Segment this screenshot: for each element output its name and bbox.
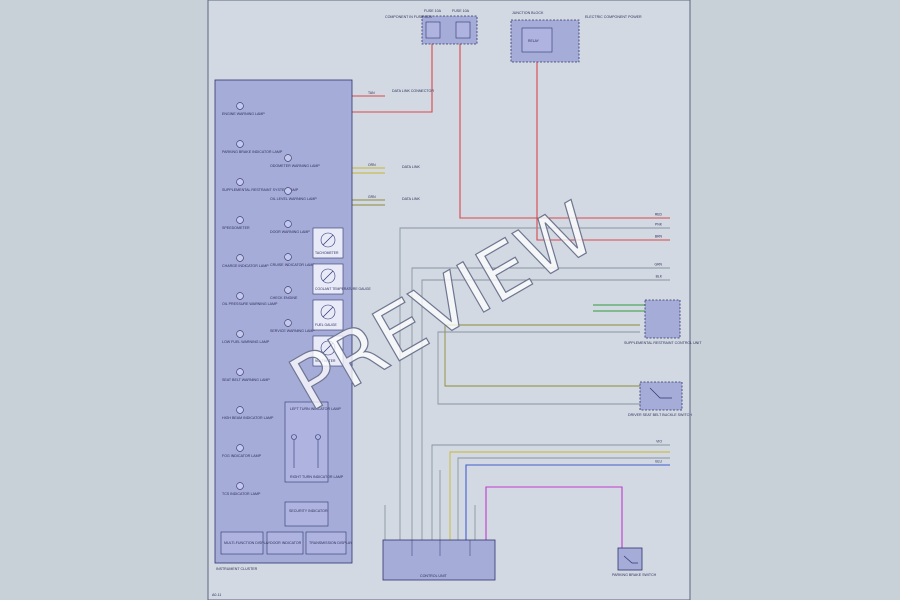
- indicator-label: CHARGE INDICATOR LAMP: [222, 264, 269, 268]
- wire-code-label: BRN: [655, 235, 663, 239]
- wire-code-label: BLU: [655, 460, 662, 464]
- wire-red-1: [352, 44, 433, 113]
- wires: [352, 44, 670, 550]
- junction-title: JUNCTION BLOCK: [512, 11, 544, 15]
- restraint-unit-label: SUPPLEMENTAL RESTRAINT CONTROL UNIT: [624, 341, 702, 345]
- data-link-labels: TAN DATA LINK CONNECTOR ORN DATA LINK GR…: [368, 89, 434, 201]
- instrument-cluster[interactable]: ENGINE WARNING LAMP PARKING BRAKE INDICAT…: [214, 79, 372, 571]
- wire-red-3: [536, 62, 670, 241]
- gauge-needle: [322, 342, 334, 354]
- gauge-label: FUEL GAUGE: [315, 323, 337, 327]
- indicator-lamp-icon: [236, 482, 244, 490]
- junction-subtitle: ELECTRIC COMPONENT POWER: [585, 15, 642, 19]
- wire-code-label: BLK: [656, 275, 663, 279]
- control-unit[interactable]: CONTROL UNIT: [382, 539, 496, 581]
- cluster-gauges: TACHOMETER COOLANT TEMPERATURE GAUGE FUEL …: [312, 227, 372, 367]
- cluster-name: INSTRUMENT CLUSTER: [216, 567, 258, 571]
- indicator-label: OIL PRESSURE WARNING LAMP: [222, 302, 278, 306]
- indicator-lamp-icon: [284, 286, 292, 294]
- restraint-control-unit[interactable]: SUPPLEMENTAL RESTRAINT CONTROL UNIT: [624, 299, 702, 345]
- indicator-label: OIL LEVEL WARNING LAMP: [270, 197, 317, 201]
- indicator-label: HIGH BEAM INDICATOR LAMP: [222, 416, 274, 420]
- indicator-lamp-icon: [236, 330, 244, 338]
- data-link-wire-2: ORN: [368, 163, 376, 167]
- cluster-indicators-mid: ODOMETER WARNING LAMP OIL LEVEL WARNING L…: [270, 154, 320, 333]
- control-unit-label: CONTROL UNIT: [420, 574, 448, 578]
- indicator-lamp-icon: [236, 444, 244, 452]
- footer-box-2: DOOR INDICATOR: [270, 541, 302, 545]
- wire-code-label: GRN: [654, 263, 662, 267]
- gauge-label: VOLTMETER: [315, 359, 336, 363]
- indicator-lamp-icon: [236, 178, 244, 186]
- indicator-label: SERVICE WARNING LAMP: [270, 329, 315, 333]
- wire-red-2: [459, 44, 670, 219]
- gauge-needle: [322, 234, 334, 246]
- footer-box-1: MULTI-FUNCTION DISPLAY: [224, 541, 271, 545]
- junction-block[interactable]: JUNCTION BLOCK ELECTRIC COMPONENT POWER …: [510, 11, 642, 63]
- gauge-label: TACHOMETER: [315, 251, 339, 255]
- wire-code-label: VIO: [656, 440, 662, 444]
- indicator-lamp-icon: [284, 319, 292, 327]
- indicator-label: PARKING BRAKE INDICATOR LAMP: [222, 150, 283, 154]
- cluster-indicators-left: ENGINE WARNING LAMP PARKING BRAKE INDICAT…: [222, 102, 299, 496]
- indicator-label: ODOMETER WARNING LAMP: [270, 164, 320, 168]
- cluster-footer: MULTI-FUNCTION DISPLAY DOOR INDICATOR TR…: [220, 531, 353, 555]
- indicator-lamp-icon: [236, 254, 244, 262]
- fuse-label-1: FUSE 10A: [424, 9, 442, 13]
- indicator-lamp-icon: [284, 220, 292, 228]
- indicator-lamp-icon: [284, 253, 292, 261]
- security-indicator-label: SECURITY INDICATOR: [289, 509, 328, 513]
- indicator-label: CRUISE INDICATOR LAMP: [270, 263, 315, 267]
- fuse-label-2: FUSE 10A: [452, 9, 470, 13]
- indicator-lamp-icon: [284, 187, 292, 195]
- security-indicator-box: SECURITY INDICATOR: [284, 501, 329, 527]
- indicator-lamp-icon: [236, 368, 244, 376]
- indicator-lamp-icon: [236, 406, 244, 414]
- left-turn-label: LEFT TURN INDICATOR LAMP: [290, 407, 341, 411]
- data-link-label-1: DATA LINK CONNECTOR: [392, 89, 434, 93]
- seat-belt-switch[interactable]: DRIVER SEAT BELT BUCKLE SWITCH: [628, 381, 692, 417]
- indicator-lamp-icon: [236, 216, 244, 224]
- indicator-label: SEAT BELT WARNING LAMP: [222, 378, 270, 382]
- indicator-lamp-icon: [284, 154, 292, 162]
- right-turn-icon: [315, 434, 321, 440]
- gauge-dial-icon: [320, 232, 336, 248]
- data-link-label-3: DATA LINK: [402, 197, 420, 201]
- gauge-label: COOLANT TEMPERATURE GAUGE: [315, 287, 372, 291]
- gauge-dial-icon: [320, 268, 336, 284]
- left-turn-icon: [291, 434, 297, 440]
- fuse-box[interactable]: COMPONENT IN FUSE BOX FUSE 10A FUSE 10A: [385, 9, 478, 45]
- indicator-label: FOG INDICATOR LAMP: [222, 454, 262, 458]
- indicator-label: CHECK ENGINE: [270, 296, 298, 300]
- seat-belt-switch-label: DRIVER SEAT BELT BUCKLE SWITCH: [628, 413, 692, 417]
- gauge-dial-icon: [320, 304, 336, 320]
- parking-brake-switch-label: PARKING BRAKE SWITCH: [612, 573, 657, 577]
- gauge-dial-icon: [320, 340, 336, 356]
- data-link-label-2: DATA LINK: [402, 165, 420, 169]
- footer-box-3: TRANSMISSION DISPLAY: [309, 541, 353, 545]
- indicator-label: TCS INDICATOR LAMP: [222, 492, 261, 496]
- indicator-label: LOW FUEL WARNING LAMP: [222, 340, 270, 344]
- fuse-box-title: COMPONENT IN FUSE BOX: [385, 15, 433, 19]
- parking-brake-switch[interactable]: PARKING BRAKE SWITCH: [612, 547, 657, 577]
- indicator-label: SUPPLEMENTAL RESTRAINT SYSTEM LAMP: [222, 188, 299, 192]
- right-turn-label: RIGHT TURN INDICATOR LAMP: [290, 475, 344, 479]
- gauge-needle: [322, 306, 334, 318]
- gauge-needle: [322, 270, 334, 282]
- indicator-label: DOOR WARNING LAMP: [270, 230, 310, 234]
- data-link-wire-1: TAN: [368, 91, 375, 95]
- wire-code-label: RED: [655, 213, 663, 217]
- indicator-lamp-icon: [236, 140, 244, 148]
- turn-indicator-box: LEFT TURN INDICATOR LAMP RIGHT TURN INDI…: [284, 401, 344, 483]
- indicator-lamp-icon: [236, 102, 244, 110]
- indicator-lamp-icon: [236, 292, 244, 300]
- wire-code-label: PNK: [655, 223, 663, 227]
- page-reference: A0-11: [212, 593, 221, 597]
- indicator-label: ENGINE WARNING LAMP: [222, 112, 265, 116]
- data-link-wire-3: GRN: [368, 195, 376, 199]
- indicator-label: SPEEDOMETER: [222, 226, 250, 230]
- relay-label: RELAY: [528, 39, 540, 43]
